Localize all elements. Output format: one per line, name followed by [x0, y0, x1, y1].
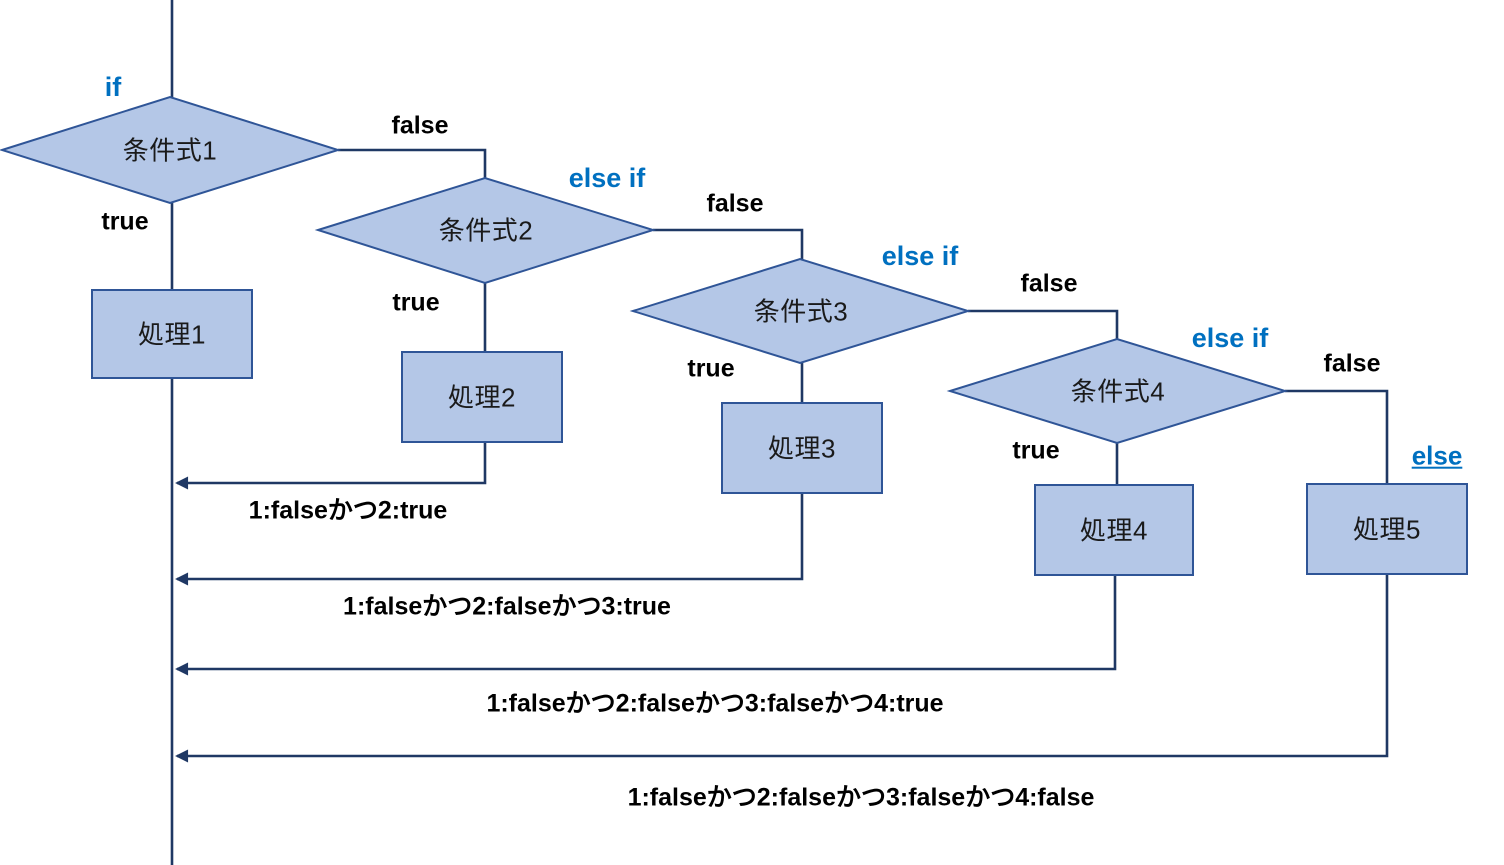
condition-1-diamond: [0, 95, 342, 205]
process-3-box: [721, 402, 883, 494]
false-branch-label-4: false: [1323, 349, 1381, 378]
true-branch-label-4: true: [1012, 436, 1060, 465]
merge-annotation-2: 1:falseかつ2:falseかつ3:true: [343, 592, 671, 621]
process-3-label: 処理3: [768, 433, 836, 464]
false-connector-3: [968, 309, 1119, 339]
else-keyword-label: else: [1411, 440, 1463, 471]
condition-1-label: 条件式1: [122, 135, 218, 166]
merge-arrow-4: [175, 574, 1389, 763]
merge-arrow-3: [175, 575, 1117, 676]
false-connector-4: [1285, 389, 1389, 484]
merge-arrow-2: [175, 493, 804, 586]
process-4-box: [1034, 484, 1194, 576]
false-connector-2: [653, 228, 804, 259]
condition-2-diamond: [314, 176, 657, 285]
merge-annotation-3: 1:falseかつ2:falseかつ3:falseかつ4:true: [486, 689, 944, 718]
merge-annotation-4: 1:falseかつ2:falseかつ3:falseかつ4:false: [627, 783, 1095, 812]
true-branch-label-1: true: [101, 207, 149, 236]
condition-4-label: 条件式4: [1070, 376, 1166, 407]
false-branch-label-1: false: [391, 111, 449, 140]
process-2-box: [401, 351, 563, 443]
false-branch-label-3: false: [1020, 269, 1078, 298]
else-if-keyword-label-4: else if: [1191, 323, 1269, 354]
condition-2-label: 条件式2: [438, 215, 534, 246]
condition-3-diamond: [629, 257, 972, 365]
condition-3-label: 条件式3: [753, 296, 849, 327]
process-5-label: 処理5: [1353, 514, 1421, 545]
false-branch-label-2: false: [706, 189, 764, 218]
condition-4-diamond: [946, 337, 1289, 445]
false-connector-1: [338, 148, 487, 178]
process-2-label: 処理2: [448, 382, 516, 413]
else-if-keyword-label-3: else if: [881, 241, 959, 272]
else-if-keyword-label-2: else if: [568, 163, 646, 194]
process-1-box: [91, 289, 253, 379]
process-5-box: [1306, 483, 1468, 575]
merge-annotation-1: 1:falseかつ2:true: [248, 496, 448, 525]
merge-arrow-1: [175, 442, 487, 490]
process-1-label: 処理1: [138, 319, 206, 350]
if-keyword-label: if: [104, 72, 122, 103]
process-4-label: 処理4: [1080, 515, 1148, 546]
true-branch-label-2: true: [392, 288, 440, 317]
true-branch-label-3: true: [687, 354, 735, 383]
